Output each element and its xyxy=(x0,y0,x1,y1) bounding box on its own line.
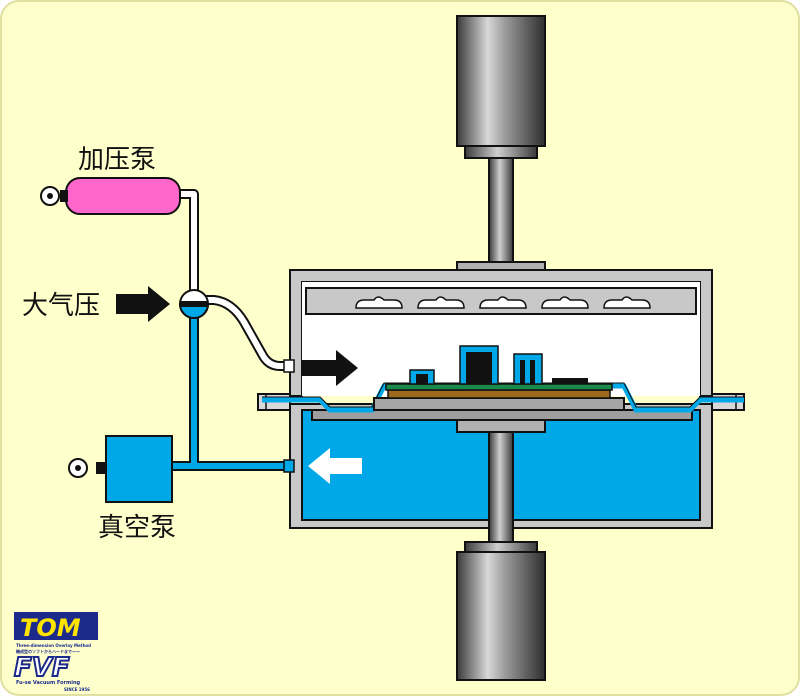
pressure-inflow-arrow xyxy=(302,350,358,386)
lower-cylinder xyxy=(456,431,546,681)
logo-top-subtext-jp: 機成型のソフトからハードまで—— xyxy=(16,648,80,654)
three-way-valve xyxy=(178,289,210,319)
lower-port xyxy=(283,459,295,473)
company-logo: TOM Three-dimension Overlay Method 機成型のソ… xyxy=(13,612,98,692)
vacuum-pump-label: 真空泵 xyxy=(98,513,176,543)
pcb-layer xyxy=(385,383,613,391)
pressure-pipe xyxy=(180,189,292,371)
logo-bottom-subtext: Fu-se Vacuum Forming xyxy=(16,680,81,686)
workpiece xyxy=(373,345,625,411)
heater-elements xyxy=(355,296,651,309)
upper-port xyxy=(283,359,295,373)
vacuum-pump-box xyxy=(68,435,173,503)
upper-chamber xyxy=(289,269,713,397)
logo-bottom-text: FVF xyxy=(14,653,70,683)
logo-since: SINCE 1956 xyxy=(64,687,90,692)
atmospheric-label: 大气压 xyxy=(22,291,100,321)
upper-cylinder xyxy=(456,15,546,271)
vacuum-outflow-arrow xyxy=(308,448,362,484)
substrate-board xyxy=(387,389,611,399)
logo-top-subtext: Three-dimension Overlay Method xyxy=(16,643,91,648)
logo-top-text: TOM xyxy=(20,614,81,642)
pressure-pump-tank xyxy=(40,177,181,215)
pressure-pump-label: 加压泵 xyxy=(78,145,156,175)
vacuum-pipe xyxy=(172,310,292,471)
atmospheric-arrow xyxy=(116,286,170,322)
